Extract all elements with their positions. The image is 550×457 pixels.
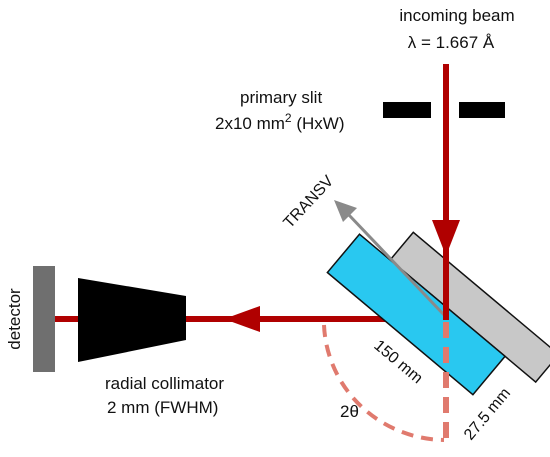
primary-slit-label-line1: primary slit — [240, 88, 322, 107]
collimator-label-line2: 2 mm (FWHM) — [107, 398, 218, 417]
incoming-beam-label-line1: incoming beam — [399, 6, 514, 25]
sample-width-label: 27.5 mm — [461, 385, 514, 444]
radial-collimator — [78, 278, 186, 362]
primary-slit-superscript: 2 — [285, 111, 292, 125]
incoming-beam — [443, 64, 449, 320]
two-theta-arc — [322, 324, 445, 442]
diffracted-beam-arrowhead — [224, 306, 260, 332]
primary-slit-blade-left — [383, 102, 431, 118]
sample-assembly — [326, 231, 550, 396]
two-theta-label: 2θ — [340, 402, 359, 421]
incoming-beam-label-line2: λ = 1.667 Å — [408, 33, 495, 52]
transv-arrow-shaft — [346, 212, 448, 319]
primary-slit-blade-right — [459, 102, 505, 118]
detector-label: detector — [5, 288, 24, 350]
collimator-label-line1: radial collimator — [105, 374, 224, 393]
sample-crystal — [326, 233, 507, 396]
primary-slit-dims: 2x10 mm — [215, 114, 285, 133]
transv-arrow-head — [334, 200, 357, 222]
primary-slit-label-line2: 2x10 mm2 (HxW) — [215, 111, 344, 133]
detector — [33, 266, 55, 372]
transv-label: TRANSV — [280, 172, 337, 231]
incoming-beam-arrowhead — [432, 220, 460, 256]
primary-slit-orientation: (HxW) — [292, 114, 345, 133]
